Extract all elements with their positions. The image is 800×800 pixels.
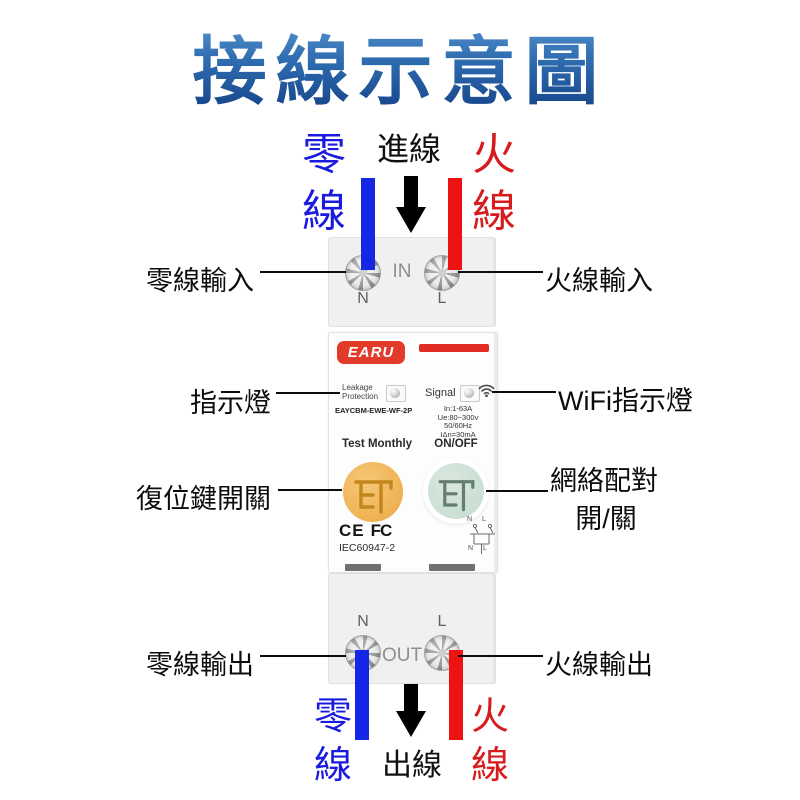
iec-standard-label: IEC60947-2 [339,542,396,554]
terminal-l-label: L [437,290,447,307]
callout-indicator-light: 指示燈 [190,388,271,418]
brand-logo: EARU [337,341,405,364]
signal-label: Signal [425,387,456,399]
down-arrow-out-head-icon [396,711,426,737]
earu-et-brand-mark-icon [438,480,475,512]
callout-line [486,490,548,492]
callout-line [260,655,346,657]
circuit-schematic: N L N L [465,516,499,556]
terminal-l-out-label: L [437,613,447,630]
live-wire-label-bottom: 火線 [470,696,509,787]
callout-pairing-line1: 網絡配對 [550,466,658,496]
out-port-label: OUT [381,645,423,666]
test-monthly-label: Test Monthly [341,438,413,450]
in-port-label: IN [392,261,412,282]
din-clip-right [429,564,475,571]
leakage-protection-label: Leakage Protection [342,383,379,401]
down-arrow-out-icon [404,684,418,712]
schematic-lines-icon [470,523,495,554]
callout-neutral-output: 零線輸出 [146,650,254,680]
callout-reset-switch: 復位鍵開關 [136,484,271,514]
top-terminal-block: IN N L [328,237,496,327]
live-wire-in [448,178,462,270]
live-wire-out [449,650,463,740]
neutral-wire-out [355,650,369,740]
page-title: 接線示意圖 [0,12,800,119]
reset-test-button [343,462,403,522]
wifi-pairing-button [428,463,484,519]
callout-pairing-line2: 開/關 [575,504,637,534]
spec-list: In:1-63A Ue:80~300v 50/60Hz IΔn=30mA [437,404,479,440]
callout-neutral-input: 零線輸入 [146,266,254,296]
neutral-wire-label-top: 零線 [302,130,346,236]
callout-line [458,271,543,273]
down-arrow-in-head-icon [396,207,426,233]
callout-wifi-indicator: WiFi指示燈 [558,386,693,416]
red-bar [419,344,489,352]
callout-line [492,391,556,393]
terminal-n-label: N [357,290,369,307]
neutral-wire-label-bottom: 零線 [313,696,352,787]
breaker-body: EARU Leakage Protection Signal EAYCBM-EW… [328,332,498,573]
signal-led-indicator-icon [460,385,480,402]
bottom-terminal-block: N L OUT [328,573,496,684]
earu-et-brand-mark-icon [354,480,393,514]
ce-mark: CE [339,521,365,540]
terminal-n-out-label: N [357,613,369,630]
onoff-label: ON/OFF [434,438,478,450]
callout-line [278,489,342,491]
callout-line [260,271,346,273]
callout-live-input: 火線輸入 [545,266,653,296]
live-wire-label-top: 火線 [472,130,516,236]
fcc-mark: FC [370,521,393,540]
din-clip-left [345,564,381,571]
callout-line [458,655,543,657]
certification-marks: CE FC [339,521,393,541]
incoming-line-label: 進線 [377,131,442,167]
outgoing-line-label: 出線 [382,749,442,782]
down-arrow-in-icon [404,176,418,208]
leakage-led-indicator-icon [386,385,406,402]
callout-line [276,392,340,394]
wifi-icon [478,383,495,403]
neutral-wire-in [361,178,375,270]
model-number: EAYCBM-EWE-WF-2P [335,406,413,415]
callout-live-output: 火線輸出 [545,650,653,680]
